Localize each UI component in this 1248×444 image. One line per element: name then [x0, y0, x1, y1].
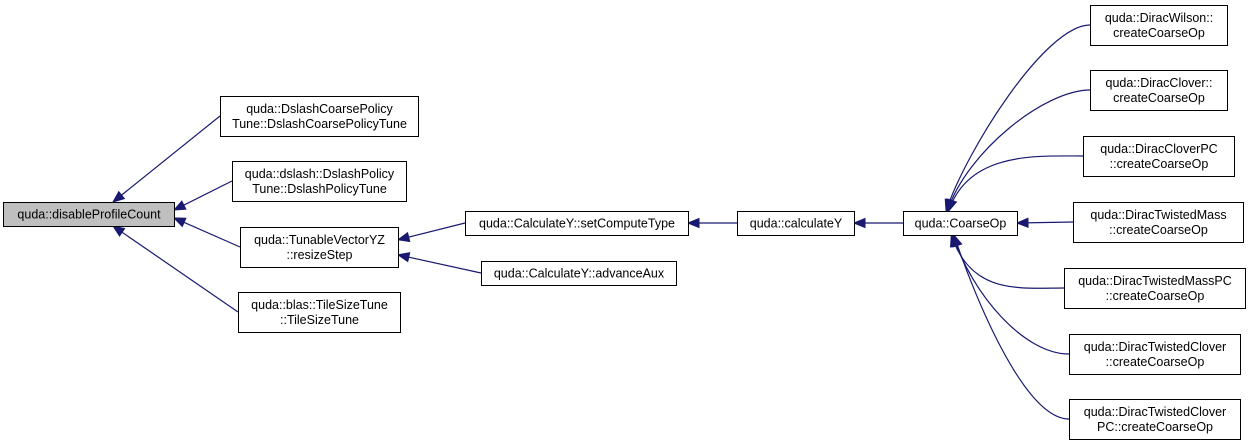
node-label: quda::calculateY [750, 217, 843, 231]
node-box [1073, 202, 1244, 243]
arrowhead [1015, 217, 1029, 229]
node-box [232, 161, 407, 202]
node-box [238, 292, 401, 333]
arrowhead [686, 217, 700, 229]
node-label: quda::DiracTwistedClover [1084, 405, 1226, 419]
node-box [1069, 399, 1241, 440]
node-label: Tune::DslashCoarsePolicyTune [232, 117, 407, 131]
arrowhead [172, 200, 187, 211]
node-calculate-y[interactable]: quda::calculateY [737, 211, 855, 236]
node-label: quda::blas::TileSizeTune [251, 298, 388, 312]
node-label: ::createCoarseOp [1109, 223, 1208, 237]
node-label: quda::DiracTwistedClover [1084, 340, 1226, 354]
node-label: quda::disableProfileCount [17, 208, 161, 222]
node-label: Tune::DslashPolicyTune [252, 182, 387, 196]
arrowhead [396, 231, 411, 243]
node-label: quda::DiracTwistedMass [1090, 208, 1226, 222]
edge-dirac-twisted-mass-pc-to-coarse-op [950, 234, 1065, 289]
node-dirac-clover-pc[interactable]: quda::DiracCloverPC::createCoarseOp [1083, 136, 1235, 177]
node-box [1090, 5, 1228, 46]
node-label: createCoarseOp [1113, 91, 1205, 105]
node-label: quda::DiracWilson:: [1105, 11, 1213, 25]
node-label: quda::dslash::DslashPolicy [245, 167, 395, 181]
node-box [737, 211, 855, 236]
edge-dslash-coarse-policy-tune-to-disable-profile-count [112, 115, 221, 203]
node-dslash-policy-tune[interactable]: quda::dslash::DslashPolicyTune::DslashPo… [232, 161, 407, 202]
node-box [481, 261, 677, 286]
node-set-compute-type[interactable]: quda::CalculateY::setComputeType [465, 211, 689, 236]
node-label: createCoarseOp [1113, 26, 1205, 40]
node-box [1083, 136, 1235, 177]
edge-set-compute-type-to-tunable-vector-yz [397, 222, 466, 241]
node-box [1090, 70, 1228, 111]
arrowhead [852, 217, 866, 229]
edge-dirac-wilson-to-coarse-op [945, 24, 1091, 212]
node-label: ::createCoarseOp [1106, 289, 1205, 303]
arrowhead [947, 198, 958, 213]
edge-dirac-twisted-clover-to-coarse-op [952, 234, 1070, 355]
node-dirac-wilson[interactable]: quda::DiracWilson::createCoarseOp [1090, 5, 1228, 46]
node-label: quda::DiracCloverPC [1100, 142, 1217, 156]
node-label: quda::DiracClover:: [1106, 76, 1213, 90]
arrowhead [111, 225, 126, 237]
node-box [220, 96, 419, 137]
node-label: quda::DslashCoarsePolicy [246, 102, 393, 116]
edge-dirac-twisted-clover-pc-to-coarse-op [953, 234, 1070, 420]
node-dirac-twisted-mass[interactable]: quda::DiracTwistedMass::createCoarseOp [1073, 202, 1244, 243]
arrowhead [111, 190, 126, 203]
node-box [1069, 334, 1241, 375]
node-box [465, 211, 689, 236]
node-label: PC::createCoarseOp [1097, 420, 1213, 434]
node-tile-size-tune[interactable]: quda::blas::TileSizeTune::TileSizeTune [238, 292, 401, 333]
node-label: quda::CalculateY::advanceAux [494, 267, 665, 281]
node-box [240, 227, 399, 268]
node-box [903, 211, 1018, 236]
node-label: ::TileSizeTune [280, 313, 359, 327]
node-dirac-twisted-mass-pc[interactable]: quda::DiracTwistedMassPC::createCoarseOp [1064, 268, 1246, 309]
arrowhead [952, 233, 963, 248]
node-label: quda::CoarseOp [915, 217, 1007, 231]
node-coarse-op[interactable]: quda::CoarseOp [903, 211, 1018, 236]
node-dirac-twisted-clover[interactable]: quda::DiracTwistedClover::createCoarseOp [1069, 334, 1241, 375]
edges-layer [111, 24, 1091, 420]
arrowhead [172, 217, 187, 228]
node-label: ::createCoarseOp [1110, 157, 1209, 171]
edge-tunable-vector-yz-to-disable-profile-count [173, 217, 241, 248]
node-label: ::resizeStep [286, 248, 352, 262]
node-dirac-clover[interactable]: quda::DiracClover::createCoarseOp [1090, 70, 1228, 111]
edge-dirac-clover-to-coarse-op [946, 89, 1091, 212]
node-label: quda::TunableVectorYZ [254, 233, 385, 247]
edge-tile-size-tune-to-disable-profile-count [112, 225, 239, 313]
node-tunable-vector-yz[interactable]: quda::TunableVectorYZ::resizeStep [240, 227, 399, 268]
node-disable-profile-count[interactable]: quda::disableProfileCount [3, 202, 175, 227]
node-box [3, 202, 175, 227]
node-label: ::createCoarseOp [1106, 355, 1205, 369]
node-box [1064, 268, 1246, 309]
arrowhead [396, 252, 411, 263]
edge-dirac-clover-pc-to-coarse-op [948, 155, 1084, 212]
edge-advance-aux-to-tunable-vector-yz [397, 254, 482, 274]
nodes-layer: quda::disableProfileCount quda::DslashCoa… [3, 5, 1246, 440]
node-dslash-coarse-policy-tune[interactable]: quda::DslashCoarsePolicyTune::DslashCoar… [220, 96, 419, 137]
node-dirac-twisted-clover-pc[interactable]: quda::DiracTwistedCloverPC::createCoarse… [1069, 399, 1241, 440]
node-advance-aux[interactable]: quda::CalculateY::advanceAux [481, 261, 677, 286]
node-label: quda::CalculateY::setComputeType [479, 217, 675, 231]
node-label: quda::DiracTwistedMassPC [1078, 274, 1232, 288]
